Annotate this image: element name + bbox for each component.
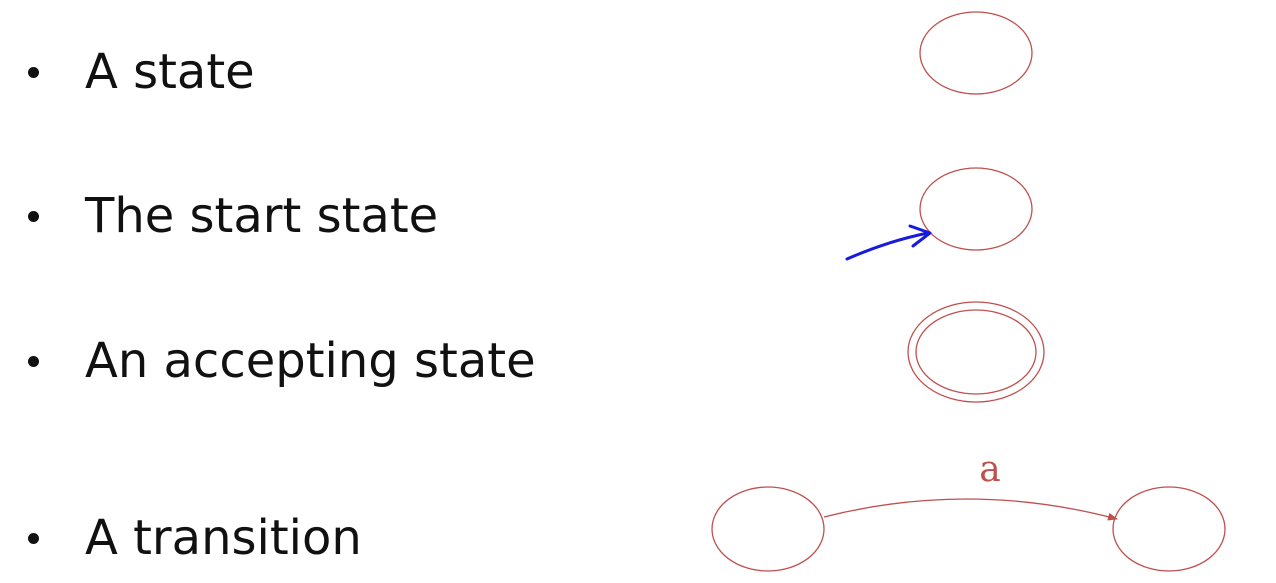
transition-arrow: [823, 498, 1118, 521]
item-label: The start state: [85, 188, 439, 244]
list-item-transition: A transition: [28, 508, 362, 568]
list-item-start-state: The start state: [28, 186, 438, 246]
item-label: An accepting state: [85, 333, 536, 389]
accepting-state-inner-circle: [915, 309, 1037, 395]
accepting-state-outer-circle: [907, 301, 1045, 403]
transition-source-state: [711, 486, 825, 572]
list-item-accepting-state: An accepting state: [28, 331, 536, 391]
start-arrow-icon: [845, 231, 930, 261]
list-item-state: A state: [28, 42, 255, 102]
bullet-icon: [28, 355, 39, 367]
state-circle: [919, 11, 1033, 95]
transition-target-state: [1112, 486, 1226, 572]
bullet-icon: [28, 66, 39, 78]
item-label: A transition: [85, 510, 362, 566]
start-arrowhead-icon: [908, 224, 932, 248]
bullet-list: A state The start state An accepting sta…: [28, 42, 536, 568]
bullet-icon: [28, 532, 39, 544]
item-label: A state: [85, 44, 255, 100]
bullet-icon: [28, 210, 39, 222]
transition-label: a: [979, 449, 1000, 490]
start-state-circle: [919, 167, 1033, 251]
